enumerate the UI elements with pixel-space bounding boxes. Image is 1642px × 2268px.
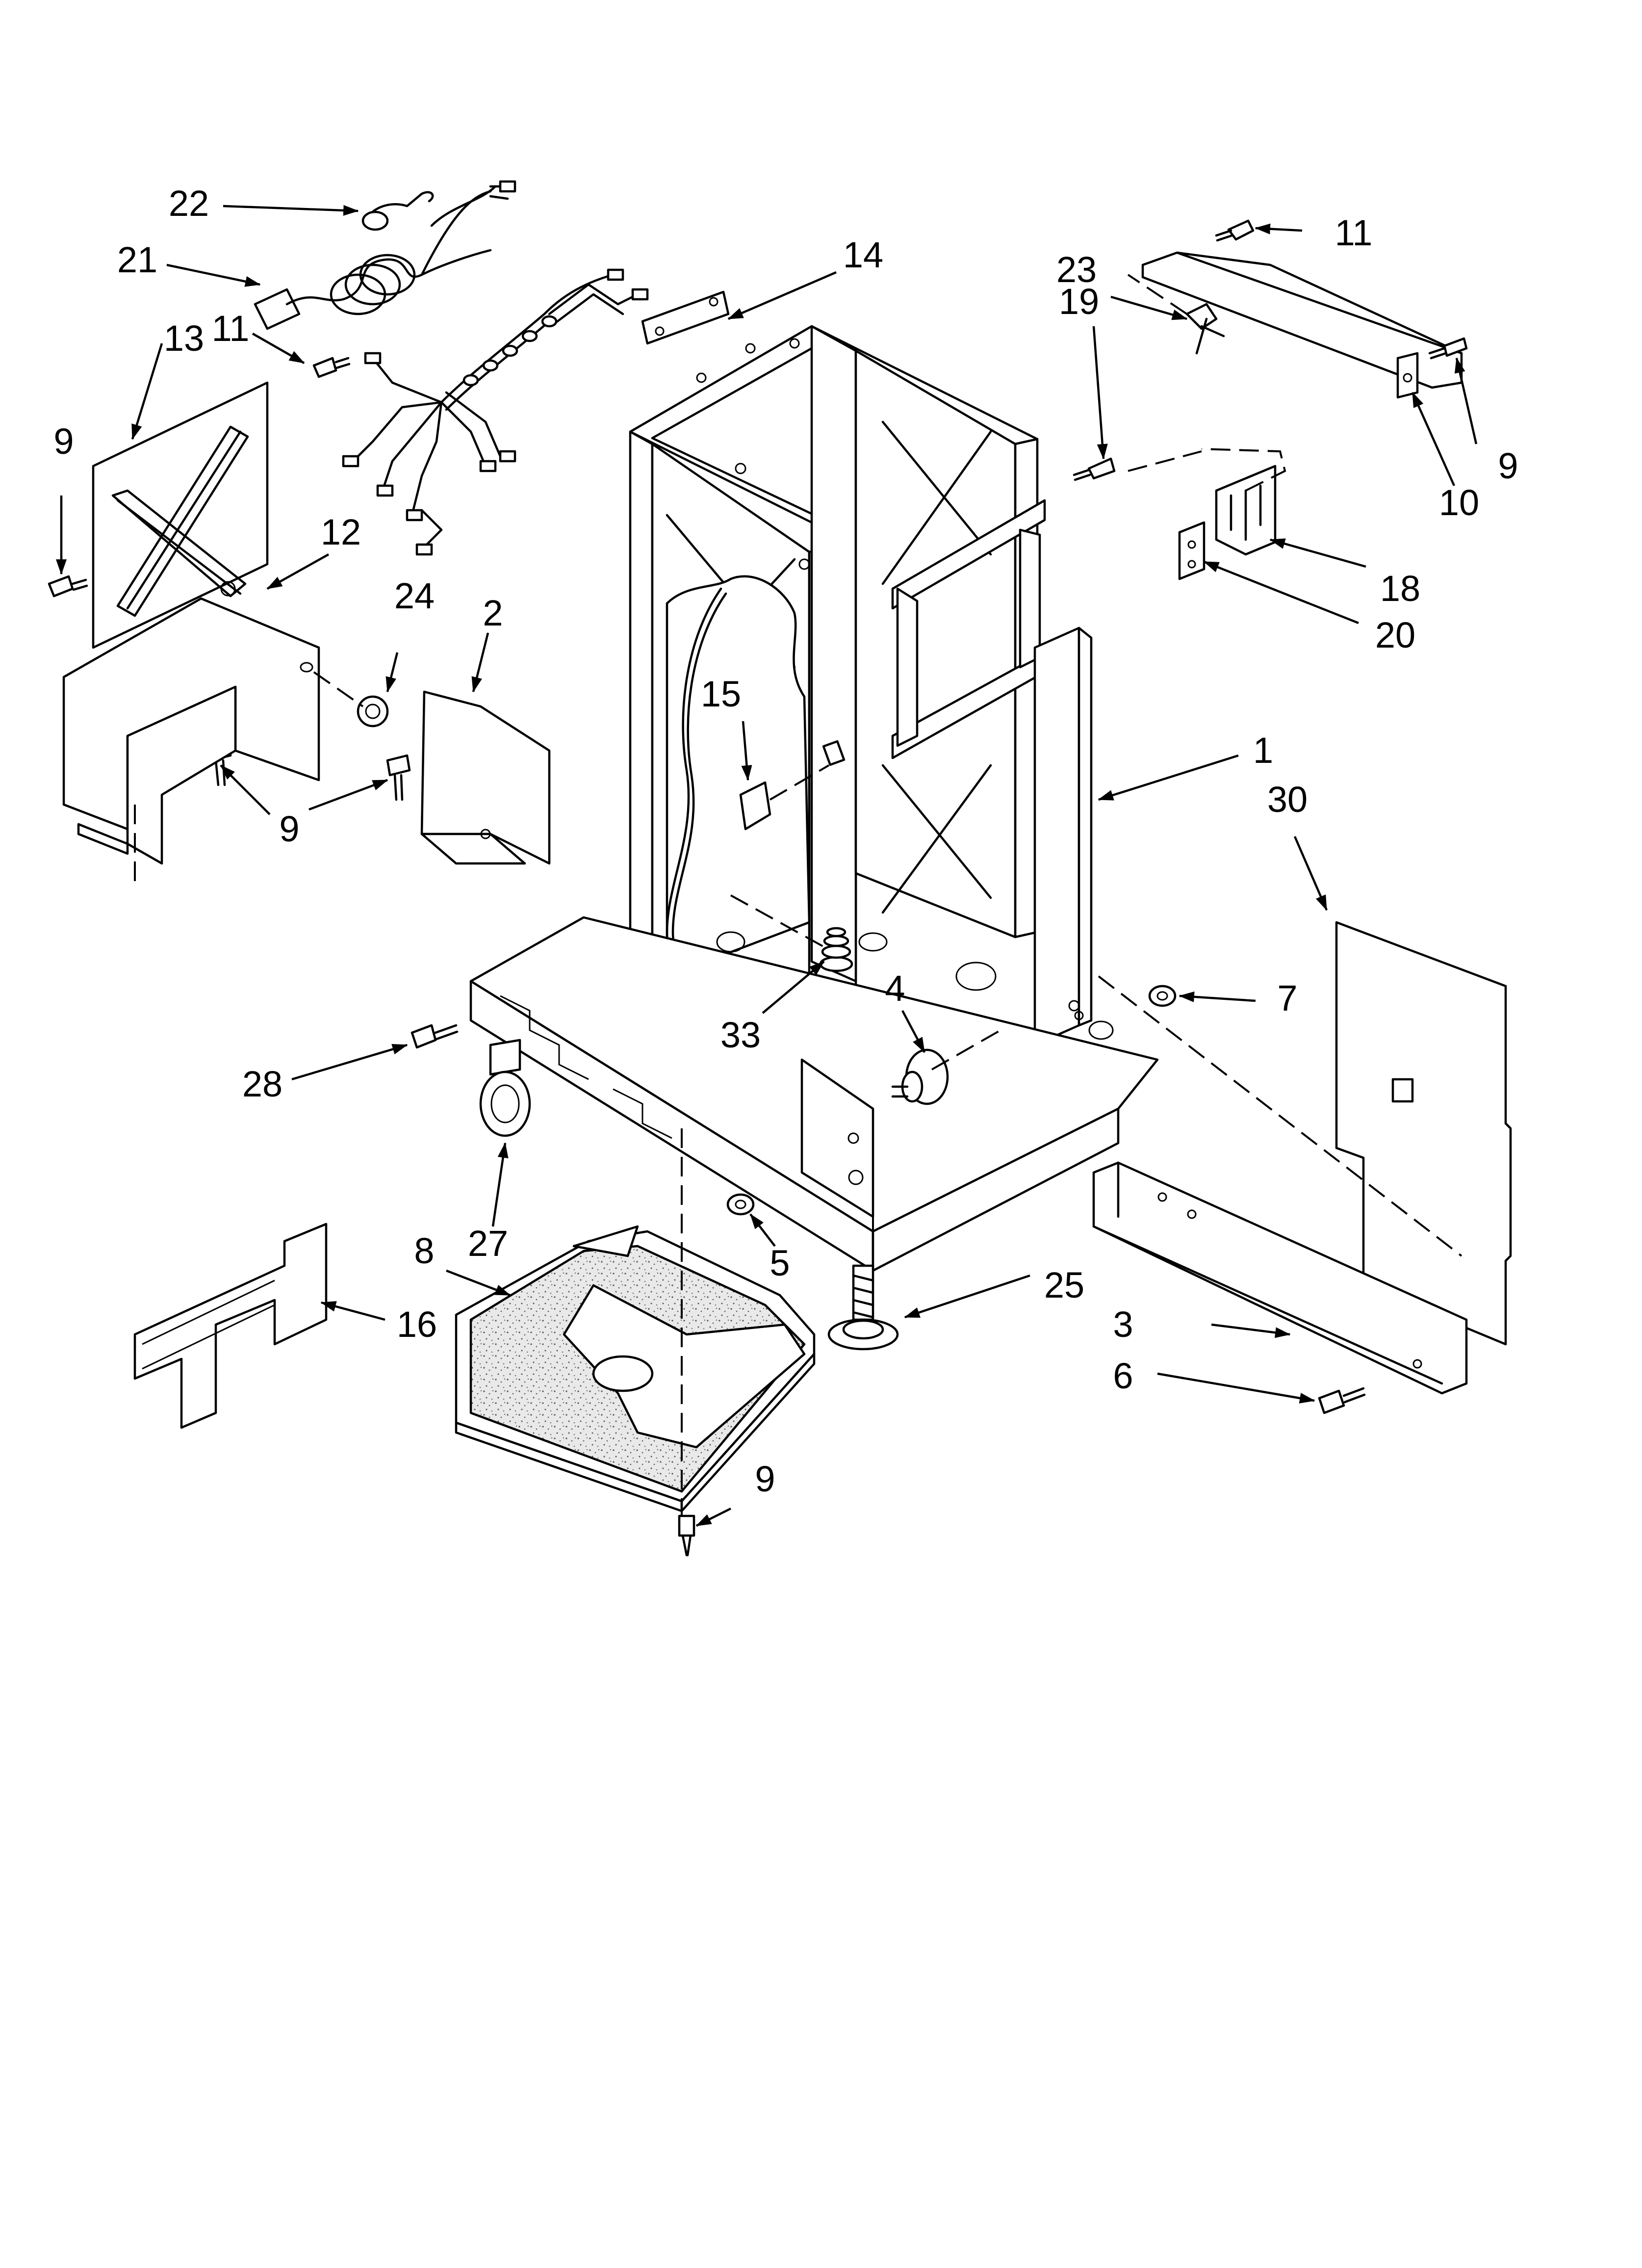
screw-part-11-top — [1215, 219, 1255, 242]
callout-6: 6 — [1113, 1356, 1133, 1396]
screw-part-9-bottom — [678, 1514, 695, 1557]
wire-harness — [342, 180, 649, 556]
callout-12: 12 — [321, 512, 361, 552]
callout-8: 8 — [414, 1230, 434, 1271]
shield-part-12 — [62, 597, 320, 865]
caster-part-27 — [479, 1039, 531, 1137]
bracket-part-2 — [420, 690, 551, 865]
callout-16: 16 — [397, 1304, 437, 1345]
callout-5: 5 — [770, 1243, 790, 1283]
callout-24: 24 — [394, 575, 435, 616]
nut-part-5 — [726, 1193, 755, 1216]
callout-leaders — [55, 205, 1478, 1527]
rear-panel-part-30 — [1335, 921, 1512, 1346]
callout-28: 28 — [242, 1064, 282, 1104]
spring-part-33 — [730, 894, 853, 972]
callout-14: 14 — [843, 235, 883, 275]
callout-22: 22 — [169, 183, 209, 224]
motor-part-4 — [891, 1048, 949, 1105]
mounting-plate-part-20 — [1178, 521, 1206, 580]
callout-labels: 1 2 3 4 5 6 7 8 9 9 9 9 10 11 11 12 13 1… — [53, 183, 1518, 1499]
screw-part-6 — [1318, 1387, 1366, 1414]
callout-15: 15 — [701, 674, 741, 714]
callout-19: 19 — [1059, 281, 1099, 322]
rail-part-3 — [1092, 1161, 1468, 1395]
top-bracket-part-14 — [641, 290, 730, 345]
switch-part-18 — [1201, 448, 1286, 556]
callout-11-right: 11 — [1335, 212, 1373, 253]
callout-9-shield: 9 — [279, 808, 299, 849]
callout-30: 30 — [1267, 779, 1308, 820]
callout-33: 33 — [720, 1015, 761, 1055]
callout-2: 2 — [483, 593, 503, 633]
callout-20: 20 — [1375, 615, 1415, 655]
screw-part-9-left — [48, 575, 88, 598]
callout-3: 3 — [1113, 1304, 1133, 1345]
bracket-part-10 — [1141, 251, 1463, 399]
leveling-leg-part-25 — [827, 1264, 899, 1351]
screw-part-19 — [1073, 457, 1116, 481]
callout-21: 21 — [117, 239, 157, 280]
cord-clip-part-22 — [361, 191, 434, 231]
callout-27: 27 — [468, 1223, 508, 1264]
callout-10: 10 — [1439, 482, 1479, 523]
screw-part-28 — [410, 1024, 459, 1049]
power-cord-part-21 — [254, 249, 492, 330]
bushing-part-24 — [313, 671, 389, 728]
clip-part-23 — [1185, 303, 1225, 355]
callout-25: 25 — [1044, 1265, 1084, 1305]
callout-4: 4 — [885, 968, 905, 1009]
screw-part-9-bracket — [386, 754, 411, 801]
screw-part-11-left — [312, 357, 351, 378]
callout-9-left: 9 — [53, 421, 74, 462]
cabinet-frame — [469, 325, 1159, 1272]
connector-part-15 — [739, 740, 846, 831]
callout-13: 13 — [164, 318, 204, 359]
callout-18: 18 — [1380, 568, 1420, 609]
callout-9-right: 9 — [1498, 445, 1518, 486]
callout-1: 1 — [1253, 730, 1273, 771]
callout-23: 23 — [1056, 249, 1097, 290]
callout-11-left: 11 — [212, 308, 250, 349]
panel-part-13 — [92, 381, 269, 649]
nut-part-7 — [1148, 985, 1177, 1007]
insulation-panel-part-16 — [133, 1223, 328, 1429]
base-pan-part-8 — [455, 1225, 816, 1512]
callout-7: 7 — [1277, 978, 1297, 1018]
callout-9-bottom: 9 — [755, 1459, 775, 1499]
assembly-guide-lines — [134, 274, 1462, 1516]
screw-part-9-right — [1428, 337, 1468, 360]
